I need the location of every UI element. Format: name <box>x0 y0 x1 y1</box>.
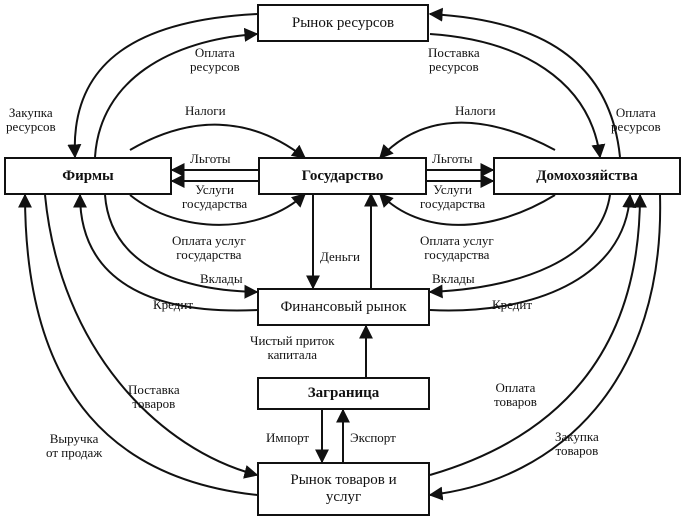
label-taxes-right: Налоги <box>455 103 496 118</box>
label-credit-right: Кредит <box>492 297 533 312</box>
node-abroad-label: Заграница <box>307 385 380 401</box>
arrow-pay-goods <box>429 193 647 476</box>
node-goods-market-label-1: Рынок товаров и <box>290 472 397 488</box>
label-money: Деньги <box>320 249 360 264</box>
node-resource-market: Рынок ресурсов <box>257 4 429 42</box>
node-government-label: Государство <box>301 167 384 184</box>
node-resource-market-label: Рынок ресурсов <box>291 14 395 31</box>
arrow-purchase-goods <box>428 194 662 501</box>
node-abroad: Заграница <box>257 377 430 410</box>
node-financial-market: Финансовый рынок <box>257 288 430 326</box>
arrow-credit-left <box>73 193 258 312</box>
node-goods-market: Рынок товаров и услуг <box>257 462 430 516</box>
node-government: Государство <box>258 157 427 195</box>
node-households: Домохозяйства <box>493 157 681 195</box>
arrow-taxes-right <box>379 121 556 160</box>
arrow-pay-gov-right <box>379 192 556 226</box>
node-firms-label: Фирмы <box>62 167 114 184</box>
arrow-resource-payment-left <box>94 27 259 158</box>
arrow-supply-goods <box>44 194 259 479</box>
arrow-taxes-left <box>129 123 307 159</box>
arrow-pay-gov-left <box>129 193 307 226</box>
node-households-label: Домохозяйства <box>536 167 638 184</box>
label-benefits-left: Льготы <box>190 151 231 166</box>
arrow-resource-payment-right <box>428 7 621 158</box>
label-taxes-left: Налоги <box>185 103 226 118</box>
node-financial-market-label: Финансовый рынок <box>280 298 407 315</box>
arrow-revenue <box>18 193 258 496</box>
label-credit-left: Кредит <box>153 297 194 312</box>
arrow-resource-purchase-left <box>67 13 258 159</box>
label-deposits-right: Вклады <box>432 271 475 286</box>
label-benefits-right: Льготы <box>432 151 473 166</box>
arrow-resource-supply-right <box>429 33 606 159</box>
label-deposits-left: Вклады <box>200 271 243 286</box>
arrow-deposits-right <box>428 194 611 299</box>
label-export: Экспорт <box>350 430 396 445</box>
arrow-credit-right <box>429 193 637 312</box>
node-goods-market-label-2: услуг <box>325 489 362 505</box>
arrow-deposits-left <box>104 194 259 299</box>
node-firms: Фирмы <box>4 157 172 195</box>
label-import: Импорт <box>266 430 310 445</box>
